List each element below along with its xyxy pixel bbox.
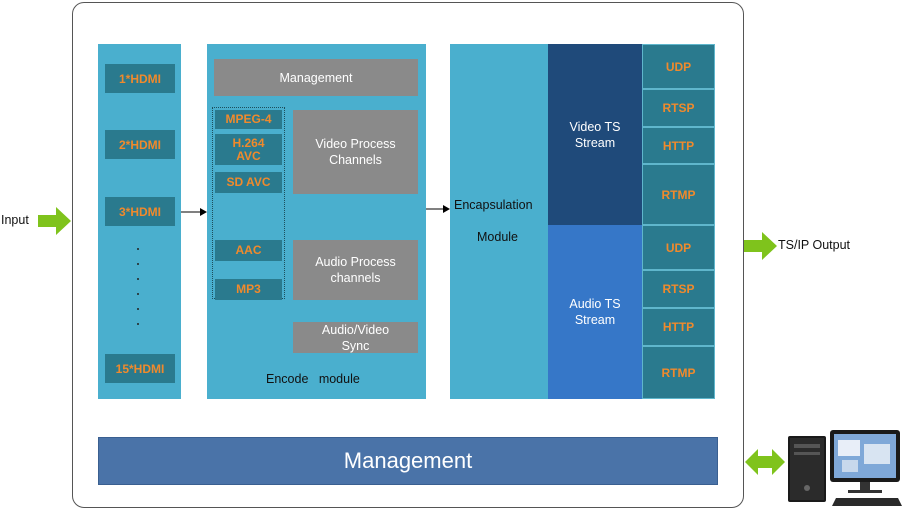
management-bar: Management (98, 437, 718, 485)
computer-icon (788, 430, 902, 506)
ellipsis-dot (137, 308, 139, 310)
codec-h264-avc: H.264 AVC (215, 134, 282, 165)
video-protocol-udp: UDP (642, 44, 715, 89)
hdmi-input-15: 15*HDMI (105, 354, 175, 383)
hdmi-input-3: 3*HDMI (105, 197, 175, 226)
video-protocol-rtmp: RTMP (642, 164, 715, 225)
input-arrow-icon (38, 207, 71, 235)
video-protocol-http: HTTP (642, 127, 715, 164)
output-label: TS/IP Output (778, 238, 851, 252)
audio-protocol-http: HTTP (642, 308, 715, 346)
ellipsis-dot (137, 278, 139, 280)
audio-ts-label: Audio TS Stream (569, 297, 621, 327)
ellipsis-dot (137, 263, 139, 265)
flow-arrow-icon (426, 205, 450, 213)
audio-protocol-rtmp: RTMP (642, 346, 715, 399)
hdmi-input-2: 2*HDMI (105, 130, 175, 159)
audio-video-sync: Audio/Video Sync (293, 322, 418, 353)
codec-aac: AAC (215, 240, 282, 261)
ellipsis-dot (137, 248, 139, 250)
ellipsis-dot (137, 323, 139, 325)
flow-arrow-icon (181, 208, 207, 216)
codec-mp3: MP3 (215, 279, 282, 300)
output-arrow-icon (744, 232, 777, 260)
audio-protocol-udp: UDP (642, 225, 715, 270)
video-process-channels: Video Process Channels (293, 110, 418, 194)
hdmi-input-1: 1*HDMI (105, 64, 175, 93)
bidirectional-arrow-icon (745, 449, 785, 475)
encapsulation-label-module: Module (477, 230, 518, 244)
codec-mpeg4: MPEG-4 (215, 110, 282, 129)
video-protocol-rtsp: RTSP (642, 89, 715, 127)
encode-management: Management (214, 59, 418, 96)
codec-sd-avc: SD AVC (215, 172, 282, 193)
audio-protocol-rtsp: RTSP (642, 270, 715, 308)
video-ts-label: Video TS Stream (569, 120, 621, 150)
encode-module-label: Encode module (266, 372, 360, 386)
audio-process-channels: Audio Process channels (293, 240, 418, 300)
audio-ts-stream (548, 225, 642, 399)
input-label: Input (1, 213, 29, 227)
encapsulation-label: Encapsulation (454, 198, 533, 212)
video-ts-stream (548, 44, 642, 225)
ellipsis-dot (137, 293, 139, 295)
